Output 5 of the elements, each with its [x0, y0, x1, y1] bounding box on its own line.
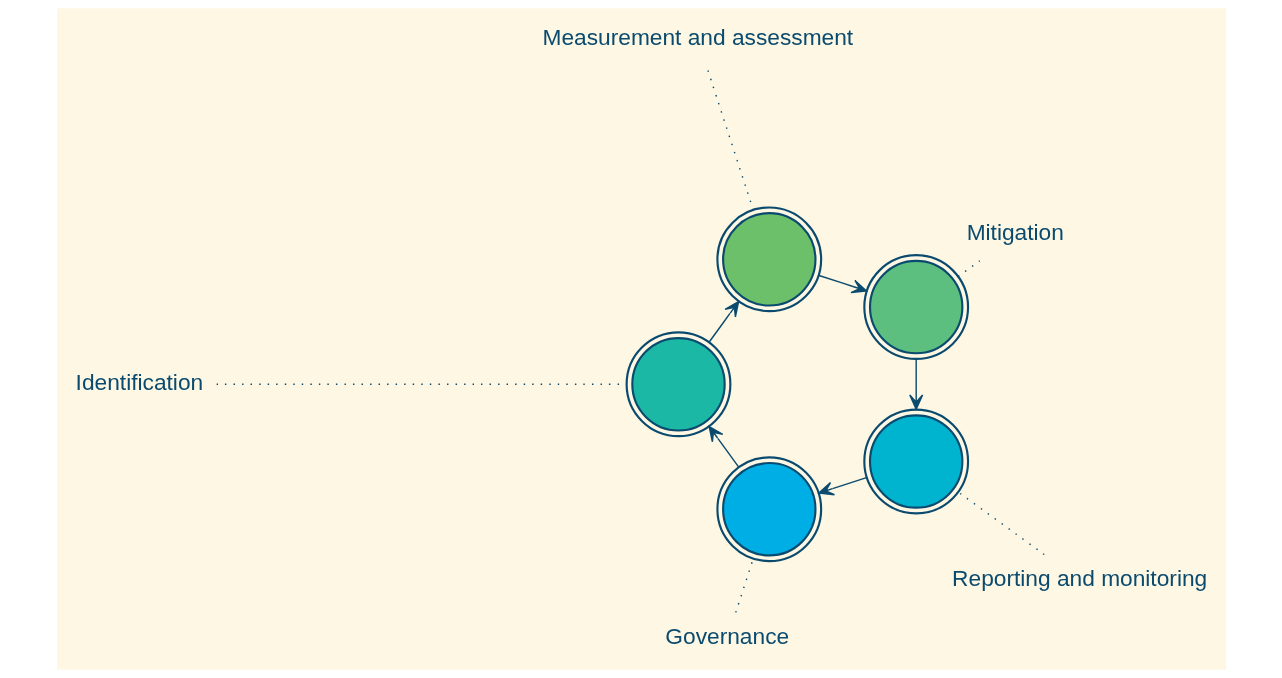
node-text: Mitigation	[966, 219, 1064, 246]
node-text: Identification	[75, 368, 203, 395]
node-text: Governance	[664, 622, 789, 649]
node-text: Reporting and monitoring	[951, 564, 1207, 591]
node-text: Measurement and assessment	[542, 23, 853, 50]
